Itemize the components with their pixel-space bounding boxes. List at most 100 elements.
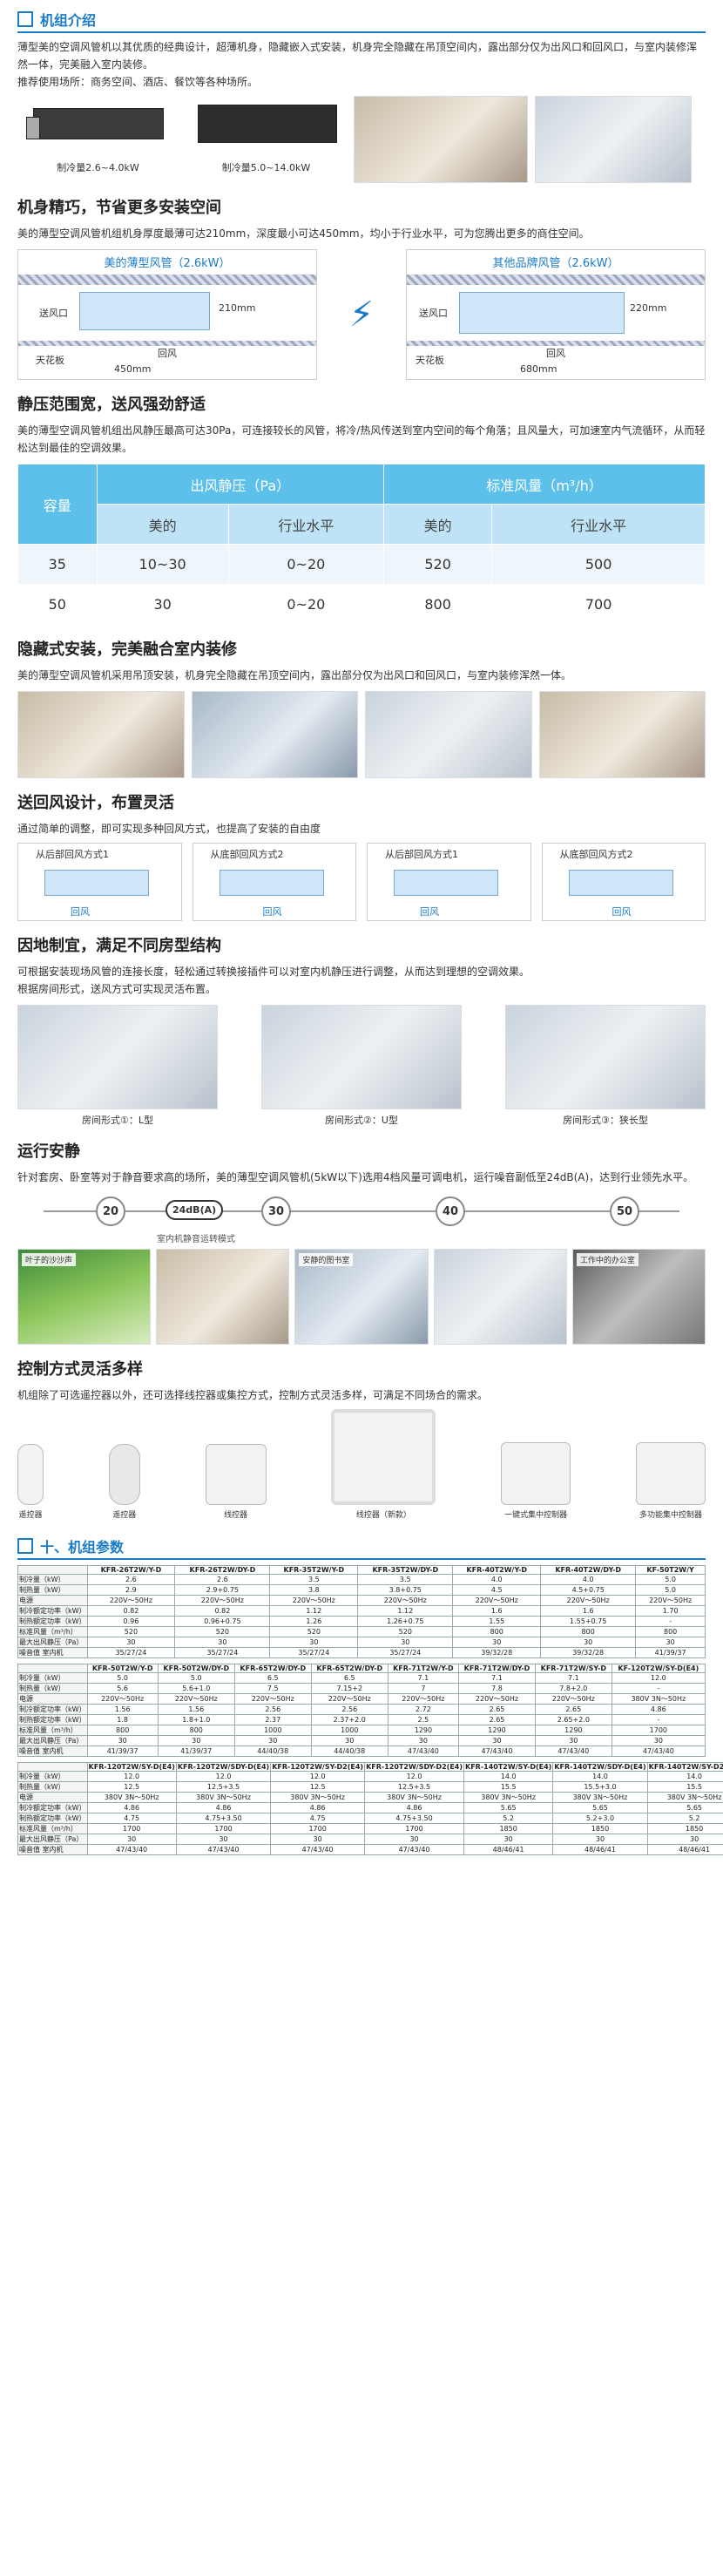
spec-cell: 0.82	[174, 1605, 271, 1617]
spec-cell: 800	[635, 1626, 706, 1637]
spec-cell: 39/32/28	[452, 1647, 542, 1658]
spec-cell: 30	[86, 1637, 176, 1648]
spec-label: 噪音值 室内机	[17, 1746, 88, 1757]
spec-cell: 30	[540, 1637, 637, 1648]
spec-cell: 35/27/24	[174, 1647, 271, 1658]
spec-cell: 2.37+2.0	[310, 1714, 389, 1725]
controller: 线控器	[205, 1444, 267, 1520]
spec-cell: 1700	[175, 1823, 272, 1834]
spec-cell: 12.5	[86, 1781, 177, 1793]
spec-cell: 12.0	[270, 1771, 366, 1782]
control-text: 机组除了可选遥控器以外，还可选择线控器或集控方式，控制方式灵活多样，可满足不同场…	[17, 1389, 489, 1401]
spec-cell: 12.5+3.5	[175, 1781, 272, 1793]
spec-model: KFR-140T2W/SY-D(E4)	[463, 1762, 554, 1772]
spec-cell: 380V 3N～50Hz	[463, 1792, 554, 1803]
room-diagrams: 房间形式①：L型 房间形式②：U型 房间形式③：狭长型	[17, 1005, 706, 1127]
heading-control: 控制方式灵活多样	[17, 1360, 143, 1379]
spec-cell: 1290	[387, 1725, 459, 1736]
product-caption: 制冷量2.6~4.0kW	[57, 162, 139, 173]
room-photo	[354, 96, 528, 183]
spec-cell: 0.96+0.75	[174, 1616, 271, 1627]
spec-cell: 800	[540, 1626, 637, 1637]
spec-label: 电源	[17, 1792, 88, 1803]
spec-label: 制冷量（kW）	[17, 1574, 88, 1585]
spec-cell: 1.6	[540, 1605, 637, 1617]
spec-cell: 5.2+3.0	[552, 1813, 648, 1824]
height-label: 210mm	[219, 302, 256, 314]
spec-cell: 2.56	[310, 1704, 389, 1715]
spec-cell: 4.86	[175, 1802, 272, 1813]
spec-cell: 520	[86, 1626, 176, 1637]
scene-photo	[433, 1249, 567, 1345]
spec-cell: 30	[552, 1834, 648, 1845]
spec-cell: 30	[457, 1735, 536, 1746]
return-label: 回风	[612, 906, 632, 918]
spec-cell: 30	[175, 1834, 272, 1845]
spec-cell: 520	[357, 1626, 454, 1637]
diagram-title: 美的薄型风管（2.6kW）	[104, 257, 231, 270]
spec-cell	[17, 1762, 88, 1772]
spec-cell: 39/32/28	[540, 1647, 637, 1658]
th-sub: 行业水平	[491, 504, 706, 545]
room-caption: 房间形式③：狭长型	[563, 1115, 648, 1126]
spec-cell: 1.55+0.75	[540, 1616, 637, 1627]
spec-cell: 1290	[457, 1725, 536, 1736]
spec-cell: 15.5	[463, 1781, 554, 1793]
spec-cell: 1.12	[357, 1605, 454, 1617]
room-u: 房间形式②：U型	[261, 1005, 462, 1127]
spec-cell: 1700	[270, 1823, 366, 1834]
controller-caption: 线控器（新款）	[355, 1511, 411, 1520]
spec-model: KFR-120T2W/SY-D2(E4)	[270, 1762, 366, 1772]
controller-caption: 遥控器	[112, 1511, 137, 1520]
controller: 多功能集中控制器	[635, 1442, 706, 1520]
scene-photo	[156, 1249, 290, 1345]
spec-model: KF-50T2W/Y	[635, 1565, 706, 1575]
spec-cell: 1000	[233, 1725, 312, 1736]
spec-label: 标准风量（m³/h）	[17, 1626, 88, 1637]
spec-cell: 1.56	[86, 1704, 159, 1715]
spec-label: 最大出风静压（Pa）	[17, 1834, 88, 1845]
ceiling-photo	[535, 96, 692, 183]
spec-cell: 5.2	[463, 1813, 554, 1824]
db-value: 40	[436, 1196, 465, 1226]
spec-cell: 2.56	[233, 1704, 312, 1715]
spec-cell: 41/39/37	[635, 1647, 706, 1658]
spec-model: KFR-71T2W/SY-D	[534, 1664, 612, 1673]
spec-cell: 4.86	[86, 1802, 177, 1813]
other-duct	[459, 292, 625, 334]
spec-label: 最大出风静压（Pa）	[17, 1637, 88, 1648]
spec-cell: 1700	[611, 1725, 706, 1736]
room-caption: 房间形式②：U型	[325, 1115, 398, 1126]
spec-model: KFR-26T2W/DY-D	[174, 1565, 271, 1575]
spec-cell: 5.2	[646, 1813, 723, 1824]
product-large-unit: 制冷量5.0~14.0kW	[186, 96, 347, 183]
spec-cell: 1290	[534, 1725, 612, 1736]
heading-room: 因地制宜，满足不同房型结构	[17, 937, 221, 955]
th-pressure: 出风静压（Pa）	[96, 464, 385, 505]
spec-label: 制热量（kW）	[17, 1584, 88, 1596]
spec-cell: 44/40/38	[310, 1746, 389, 1757]
spec-cell: 800	[86, 1725, 159, 1736]
spec-cell: 30	[86, 1735, 159, 1746]
th-sub: 美的	[96, 504, 229, 545]
product-slim-unit: 制冷量2.6~4.0kW	[17, 96, 179, 183]
install-diagram: 从底部回风方式2 回风	[541, 843, 706, 921]
spec-cell: 12.0	[86, 1771, 177, 1782]
spec-model: KFR-50T2W/Y-D	[86, 1664, 159, 1673]
install-diagrams: 从后部回风方式1 回风 从底部回风方式2 回风 从后部回风方式1 回风 从底部回…	[17, 843, 706, 921]
spec-cell: 6.5	[233, 1672, 312, 1684]
th-airflow: 标准风量（m³/h）	[383, 464, 706, 505]
spec-cell: 12.5+3.5	[364, 1781, 464, 1793]
spec-cell: 30	[269, 1637, 359, 1648]
spec-cell: 12.0	[611, 1672, 706, 1684]
spec-cell: 2.9	[86, 1584, 176, 1596]
table-cell: 800	[382, 584, 493, 625]
